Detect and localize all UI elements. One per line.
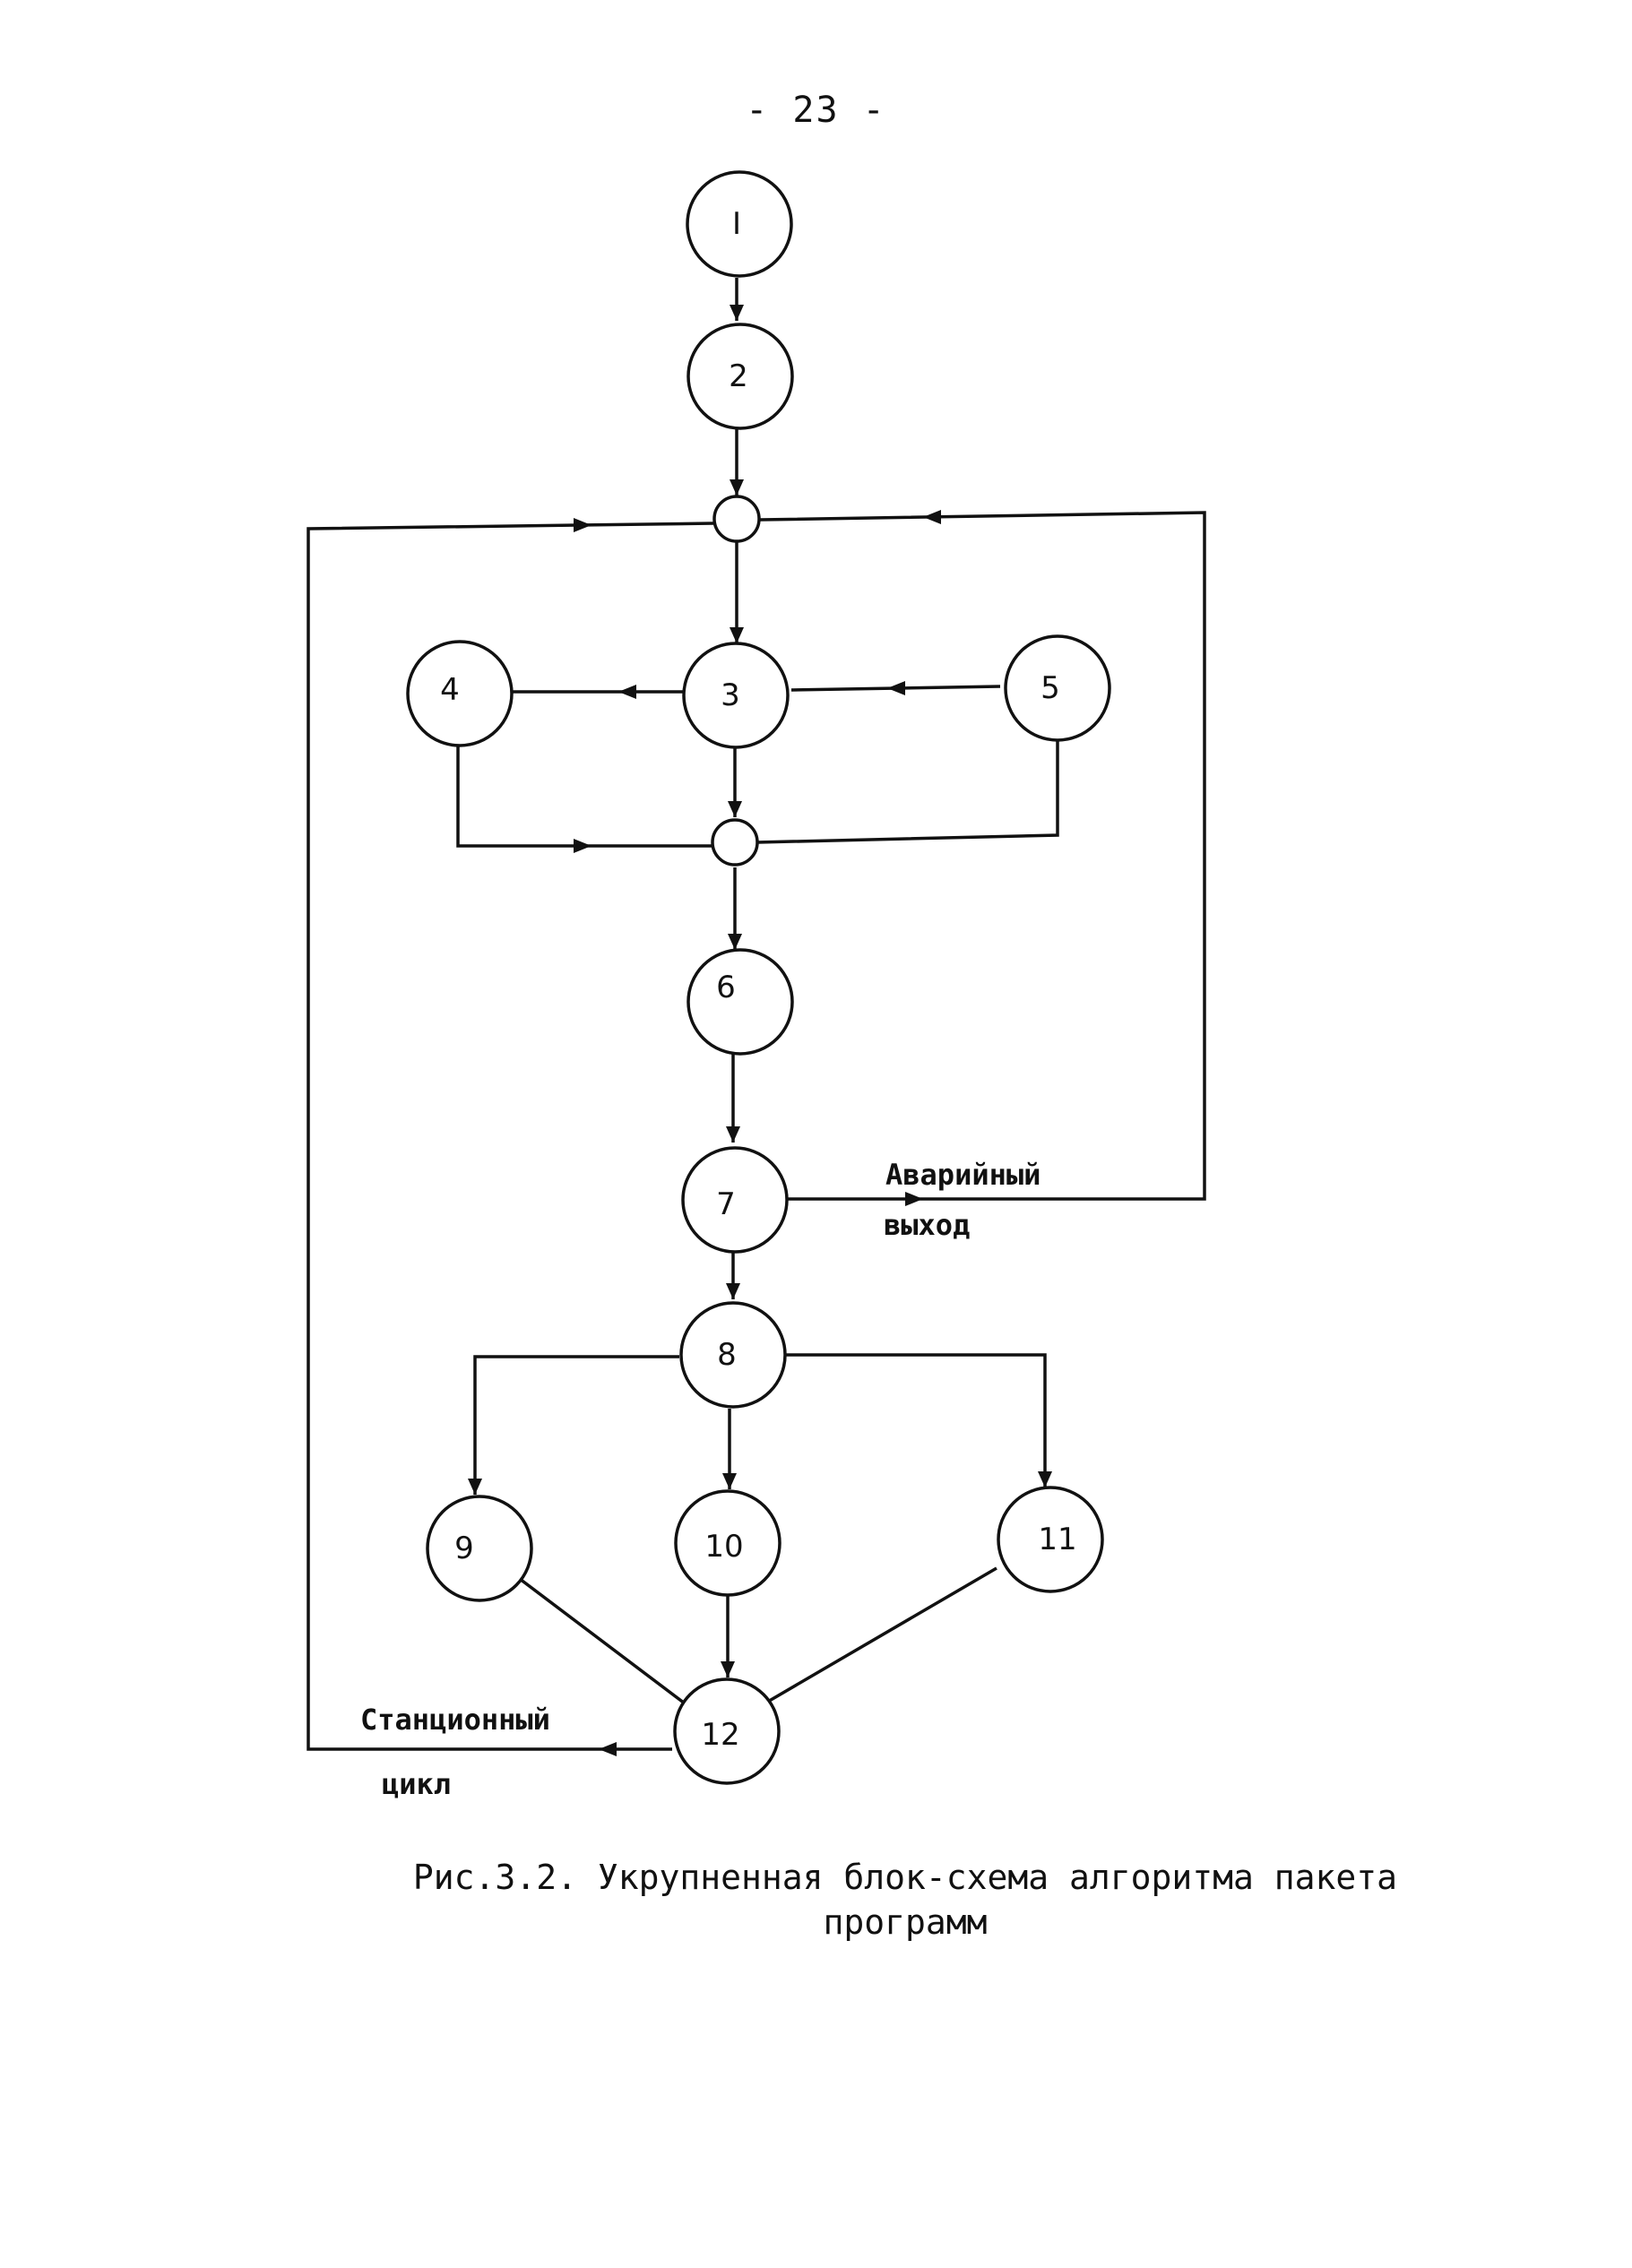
node-4-circle (406, 640, 514, 747)
edge-8-to-9 (473, 1355, 679, 1495)
emergency-exit-label: Аварийный выход (884, 1158, 1041, 1242)
station-cycle-label: Станционный цикл (360, 1703, 550, 1801)
node-8-circle (679, 1301, 787, 1409)
arrowhead (728, 934, 742, 950)
node-8-label: 8 (717, 1337, 737, 1373)
arrowhead (887, 681, 905, 695)
arrowhead (730, 479, 744, 496)
arrowhead (599, 1742, 617, 1756)
node-6-circle (686, 948, 794, 1056)
arrowhead (728, 801, 742, 817)
node-5-circle (1004, 634, 1111, 742)
edge-12-station-cycle-loop (307, 522, 714, 1751)
station-cycle-label-line-2: цикл (382, 1767, 451, 1801)
arrowhead (923, 510, 941, 524)
node-9: 9 (426, 1495, 533, 1602)
node-2: 2 (686, 323, 794, 430)
arrowhead (721, 1661, 735, 1677)
arrowhead (618, 685, 636, 699)
edge-7-emergency-exit-loop (759, 511, 1206, 1201)
node-1: I (686, 170, 793, 278)
node-11-label: 11 (1038, 1522, 1076, 1557)
emergency-exit-label-line-1: Аварийный (885, 1158, 1041, 1192)
node-10: 10 (674, 1489, 781, 1597)
edge-8-to-11 (783, 1353, 1047, 1488)
node-6: 6 (686, 948, 794, 1056)
arrowhead (730, 627, 744, 643)
node-12: 12 (673, 1677, 781, 1785)
node-2-label: 2 (729, 358, 748, 394)
node-10-circle (674, 1489, 781, 1597)
node-7: 7 (681, 1146, 789, 1254)
node-4-label: 4 (440, 672, 460, 708)
node-3: 3 (682, 642, 790, 749)
node-7-label: 7 (716, 1186, 736, 1222)
node-10-label: 10 (704, 1529, 743, 1565)
arrowhead (468, 1479, 482, 1495)
node-9-label: 9 (454, 1531, 474, 1566)
arrowhead (730, 305, 744, 321)
node-5: 5 (1004, 634, 1111, 742)
figure-caption-line-1: Рис.3.2. Укрупненная блок-схема алгоритм… (412, 1858, 1398, 1897)
node-3-label: 3 (721, 677, 740, 713)
node-5-label: 5 (1041, 670, 1060, 706)
edge-9-to-12 (518, 1577, 690, 1708)
station-cycle-label-line-1: Станционный (360, 1703, 550, 1737)
arrowhead (1038, 1471, 1052, 1488)
arrowhead (726, 1126, 740, 1143)
edge-4-to-junction-mid (456, 746, 712, 848)
node-6-label: 6 (716, 970, 736, 1005)
node-12-circle (673, 1677, 781, 1785)
figure-caption: Рис.3.2. Укрупненная блок-схема алгоритм… (385, 1855, 1425, 1945)
node-7-circle (681, 1146, 789, 1254)
node-9-circle (426, 1495, 533, 1602)
node-3-circle (682, 642, 790, 749)
node-11-circle (997, 1486, 1104, 1593)
emergency-exit-label-line-2: выход (884, 1208, 970, 1242)
node-8: 8 (679, 1301, 787, 1409)
figure-caption-line-2: программ (823, 1902, 988, 1942)
node-11: 11 (997, 1486, 1104, 1593)
node-1-label: I (732, 206, 741, 242)
arrowhead (905, 1192, 923, 1206)
node-4: 4 (406, 640, 514, 747)
page-number: - 23 - (746, 90, 886, 131)
node-1-circle (686, 170, 793, 278)
arrowhead (574, 839, 591, 853)
arrowhead (722, 1473, 737, 1489)
edge-5-to-junction-mid (756, 740, 1059, 844)
arrowhead (574, 518, 591, 532)
node-12-label: 12 (701, 1717, 739, 1753)
edge-11-to-12 (765, 1566, 997, 1704)
junction-top (712, 495, 761, 543)
junction-middle (711, 818, 759, 867)
arrowhead (726, 1283, 740, 1299)
node-2-circle (686, 323, 794, 430)
